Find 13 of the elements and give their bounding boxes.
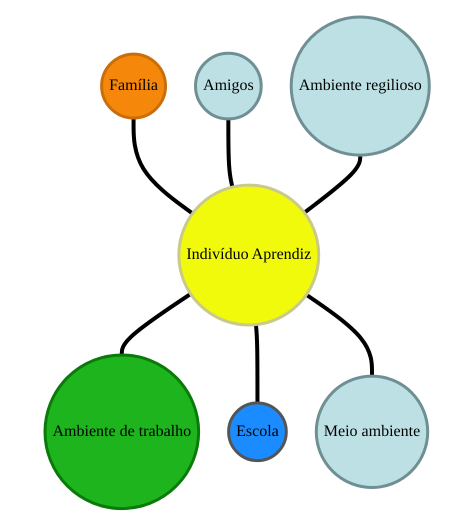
node-circle: Meio ambiente bbox=[315, 374, 430, 489]
node-circle: Amigos bbox=[194, 51, 264, 120]
node-circle: Indivíduo Aprendiz bbox=[178, 183, 321, 326]
connector bbox=[226, 118, 235, 188]
node-circle: Família bbox=[100, 52, 168, 120]
node-circle: Ambiente regilioso bbox=[290, 15, 432, 156]
connector bbox=[254, 324, 260, 403]
connector bbox=[132, 118, 194, 215]
node-circle: Escola bbox=[227, 401, 288, 462]
connector bbox=[120, 292, 192, 355]
connector bbox=[304, 154, 363, 214]
node-circle: Ambiente de trabalho bbox=[44, 353, 200, 510]
connector bbox=[306, 292, 374, 376]
